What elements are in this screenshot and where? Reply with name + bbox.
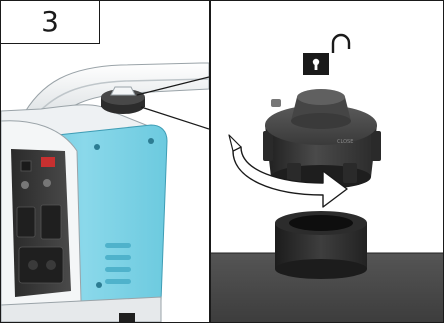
unlock-icon [303, 35, 349, 75]
generator-illustration [1, 1, 209, 322]
fuel-filler-neck [275, 211, 367, 279]
fuel-cap: CLOSE [263, 89, 381, 189]
step-number: 3 [41, 8, 59, 36]
cap-detail-panel: CLOSE [211, 1, 443, 322]
svg-text:CLOSE: CLOSE [337, 139, 353, 145]
step-number-box: 3 [1, 1, 100, 44]
generator-panel [1, 1, 209, 322]
cap-detail-illustration: CLOSE [211, 1, 443, 322]
